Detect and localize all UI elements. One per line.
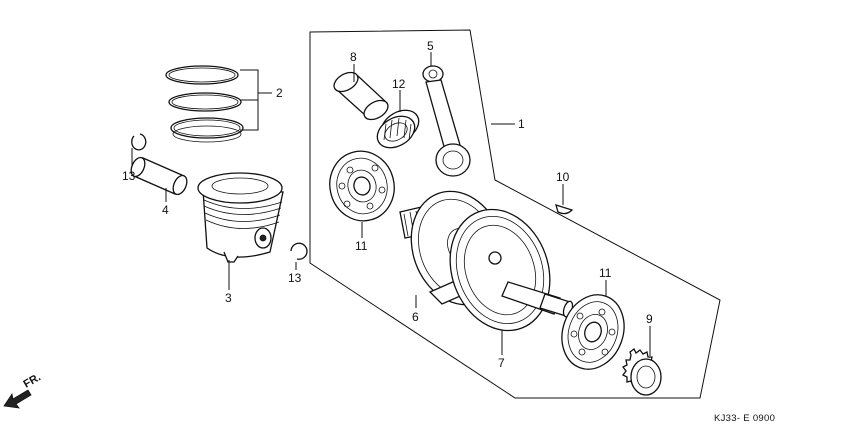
callout-11-upper: 11 bbox=[355, 239, 368, 253]
piston-rings bbox=[165, 65, 244, 143]
front-direction-indicator: FR. bbox=[3, 371, 43, 409]
callout-13-right: 13 bbox=[288, 271, 302, 285]
callout-6: 6 bbox=[412, 310, 419, 324]
leader-lines bbox=[131, 52, 651, 356]
piston bbox=[197, 172, 284, 263]
connecting-rod bbox=[422, 65, 471, 177]
callout-1: 1 bbox=[518, 117, 525, 131]
crank-pin bbox=[333, 71, 389, 121]
circlip-right bbox=[290, 242, 308, 260]
ball-bearing-lower bbox=[561, 294, 625, 370]
callout-11-lower: 11 bbox=[599, 266, 612, 280]
front-arrow-icon bbox=[3, 389, 32, 409]
woodruff-key bbox=[555, 204, 574, 215]
callout-12: 12 bbox=[392, 77, 406, 91]
callout-3: 3 bbox=[225, 291, 232, 305]
callout-8: 8 bbox=[350, 50, 357, 64]
timing-sprocket bbox=[622, 348, 662, 396]
callout-7: 7 bbox=[498, 356, 505, 370]
circlip-left bbox=[131, 133, 147, 151]
callout-2: 2 bbox=[276, 86, 283, 100]
callout-10: 10 bbox=[556, 170, 570, 184]
crankshaft bbox=[399, 190, 574, 332]
front-label: FR. bbox=[22, 371, 43, 390]
callout-9: 9 bbox=[646, 312, 653, 326]
callout-4: 4 bbox=[162, 203, 169, 217]
piston-pin bbox=[130, 156, 188, 196]
diagram-code: KJ33- E 0900 bbox=[714, 413, 775, 424]
ball-bearing-upper bbox=[329, 150, 395, 222]
callout-13-left: 13 bbox=[122, 169, 136, 183]
callout-5: 5 bbox=[427, 39, 434, 53]
needle-bearing bbox=[376, 109, 420, 149]
assembly-frame bbox=[309, 29, 721, 399]
